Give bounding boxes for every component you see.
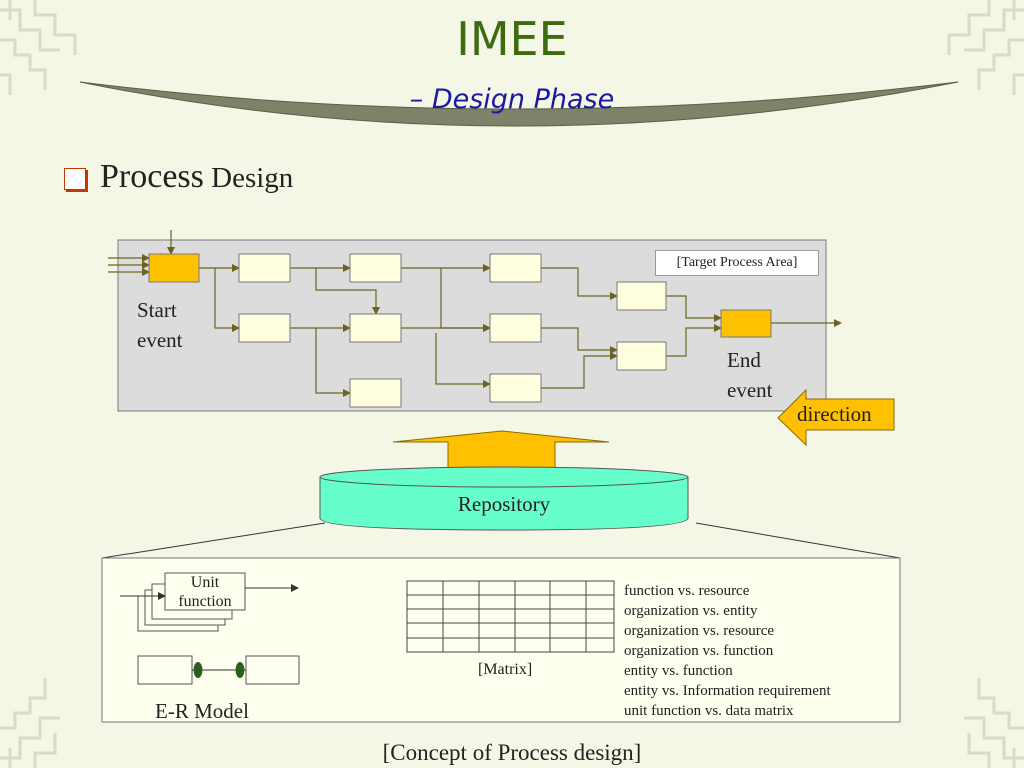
process-box xyxy=(349,253,402,283)
heading-process: Process xyxy=(100,158,204,195)
end-event-label: End event xyxy=(727,348,773,402)
matrix-list-item: entity vs. function xyxy=(624,663,733,679)
process-connectors xyxy=(108,230,842,397)
matrix-grid xyxy=(406,580,615,653)
process-box xyxy=(349,378,402,408)
repository-cylinder xyxy=(319,477,689,531)
start-event-label: Start event xyxy=(137,298,183,352)
process-box xyxy=(616,281,667,311)
er-relation-dot xyxy=(235,662,245,678)
matrix-label: [Matrix] xyxy=(478,661,533,678)
direction-arrow xyxy=(777,388,895,447)
process-box xyxy=(489,253,542,283)
process-box xyxy=(489,313,542,343)
er-relation-dot xyxy=(193,662,203,678)
matrix-list-item: unit function vs. data matrix xyxy=(624,703,794,719)
er-entity-box xyxy=(137,655,193,685)
projection-line-left xyxy=(101,522,326,559)
corner-ornament-bottom-right xyxy=(964,678,1024,768)
repository-top xyxy=(319,466,689,488)
corner-ornament-top-right xyxy=(947,0,1024,95)
end-event-box xyxy=(720,309,772,338)
direction-label: direction xyxy=(797,402,872,426)
checkbox-bullet-icon xyxy=(64,168,86,190)
process-box xyxy=(349,313,402,343)
matrix-list-item: organization vs. function xyxy=(624,643,774,659)
process-box xyxy=(238,313,291,343)
unit-function-label: Unit function xyxy=(178,574,232,610)
er-model-label: E-R Model xyxy=(155,699,249,723)
process-boxes xyxy=(238,253,667,408)
er-model-graphic xyxy=(137,655,300,685)
matrix-list-item: entity vs. Information requirement xyxy=(624,683,831,699)
process-box xyxy=(489,373,542,403)
slide-subtitle: – Design Phase xyxy=(409,84,615,115)
matrix-list-item: organization vs. entity xyxy=(624,603,758,619)
matrix-list: function vs. resource organization vs. e… xyxy=(624,581,831,721)
matrix-list-item: function vs. resource xyxy=(624,583,750,599)
title-swoosh xyxy=(79,81,959,127)
slide-title: IMEE xyxy=(456,12,568,66)
target-process-area-label: [Target Process Area] xyxy=(655,250,819,276)
process-box xyxy=(238,253,291,283)
matrix-list-item: organization vs. resource xyxy=(624,623,775,639)
corner-ornament-top-left xyxy=(0,0,77,95)
figure-caption: [Concept of Process design] xyxy=(382,740,642,765)
heading-design: Design xyxy=(203,162,294,194)
projection-line-right xyxy=(695,522,901,559)
process-box xyxy=(616,341,667,371)
corner-ornament-bottom-left xyxy=(0,678,60,768)
start-event-box xyxy=(148,253,200,283)
section-heading: Process Design xyxy=(100,160,293,194)
er-entity-box xyxy=(245,655,300,685)
repository-label: Repository xyxy=(457,492,551,516)
